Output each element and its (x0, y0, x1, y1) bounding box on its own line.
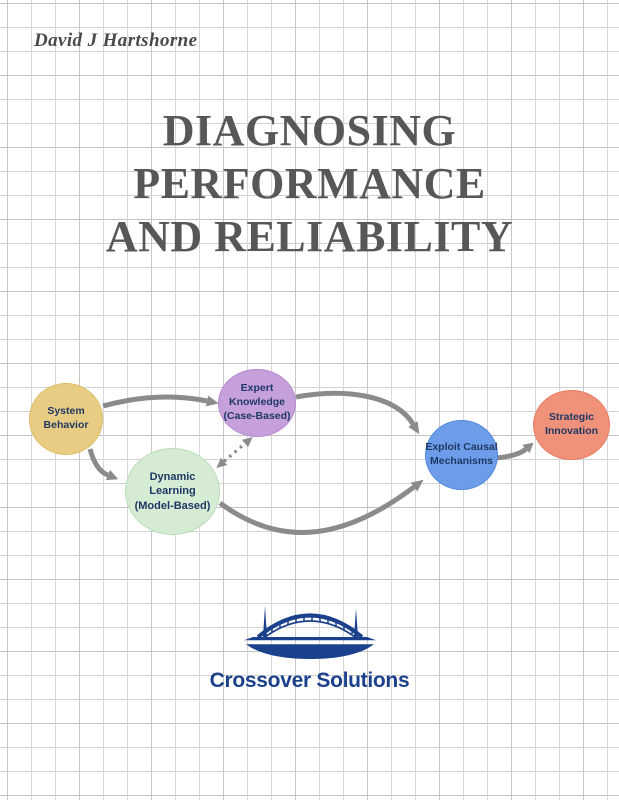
node-system-behavior: System Behavior (29, 383, 103, 455)
arrowhead-dotted-down (216, 457, 228, 468)
node-label-line: (Case-Based) (223, 409, 291, 422)
title-line-1: DIAGNOSING (162, 106, 457, 155)
node-label-line: Exploit Causal (425, 441, 498, 454)
edge-exploit-to-strategic (495, 447, 528, 461)
node-label-line: Mechanisms (429, 455, 494, 467)
node-label-line: Knowledge (228, 396, 285, 409)
bridge-icon (244, 605, 376, 659)
author-name: David J Hartshorne (34, 30, 198, 51)
book-title: DIAGNOSING PERFORMANCE AND RELIABILITY (0, 104, 619, 263)
node-label-line: Innovation (544, 425, 599, 437)
node-label-line: Expert (240, 382, 274, 395)
node-expert-knowledge: Expert Knowledge (Case-Based) (218, 369, 296, 437)
arrowhead-dotted-up (241, 437, 253, 448)
node-label-line: Learning (149, 485, 196, 498)
edge-dynamic-expert-dotted (222, 442, 247, 463)
arrowhead-expert-to-exploit (408, 421, 420, 435)
edge-dynamic-to-exploit (218, 485, 416, 535)
edge-system-to-dynamic (87, 448, 109, 478)
edge-system-to-expert (102, 394, 208, 409)
node-label-line: System (47, 405, 85, 418)
node-dynamic-learning: Dynamic Learning (Model-Based) (125, 448, 220, 535)
arrowhead-exploit-to-strategic (522, 442, 534, 454)
node-exploit-causal-mechanisms: Exploit Causal Mechanisms (425, 420, 498, 490)
company-name: Crossover Solutions (209, 669, 410, 692)
node-label-line: Strategic (549, 411, 594, 424)
title-line-2: PERFORMANCE (133, 159, 486, 208)
edge-expert-to-exploit (295, 390, 416, 426)
node-label-line: Dynamic (149, 470, 196, 483)
node-strategic-innovation: Strategic Innovation (533, 390, 610, 460)
node-label-line: (Model-Based) (134, 499, 211, 512)
arrowhead-system-to-expert (205, 395, 219, 407)
node-label-line: Behavior (43, 419, 89, 431)
title-line-3: AND RELIABILITY (105, 212, 514, 261)
arrowhead-system-to-dynamic (105, 469, 119, 481)
arrowhead-dynamic-to-exploit (410, 479, 424, 492)
